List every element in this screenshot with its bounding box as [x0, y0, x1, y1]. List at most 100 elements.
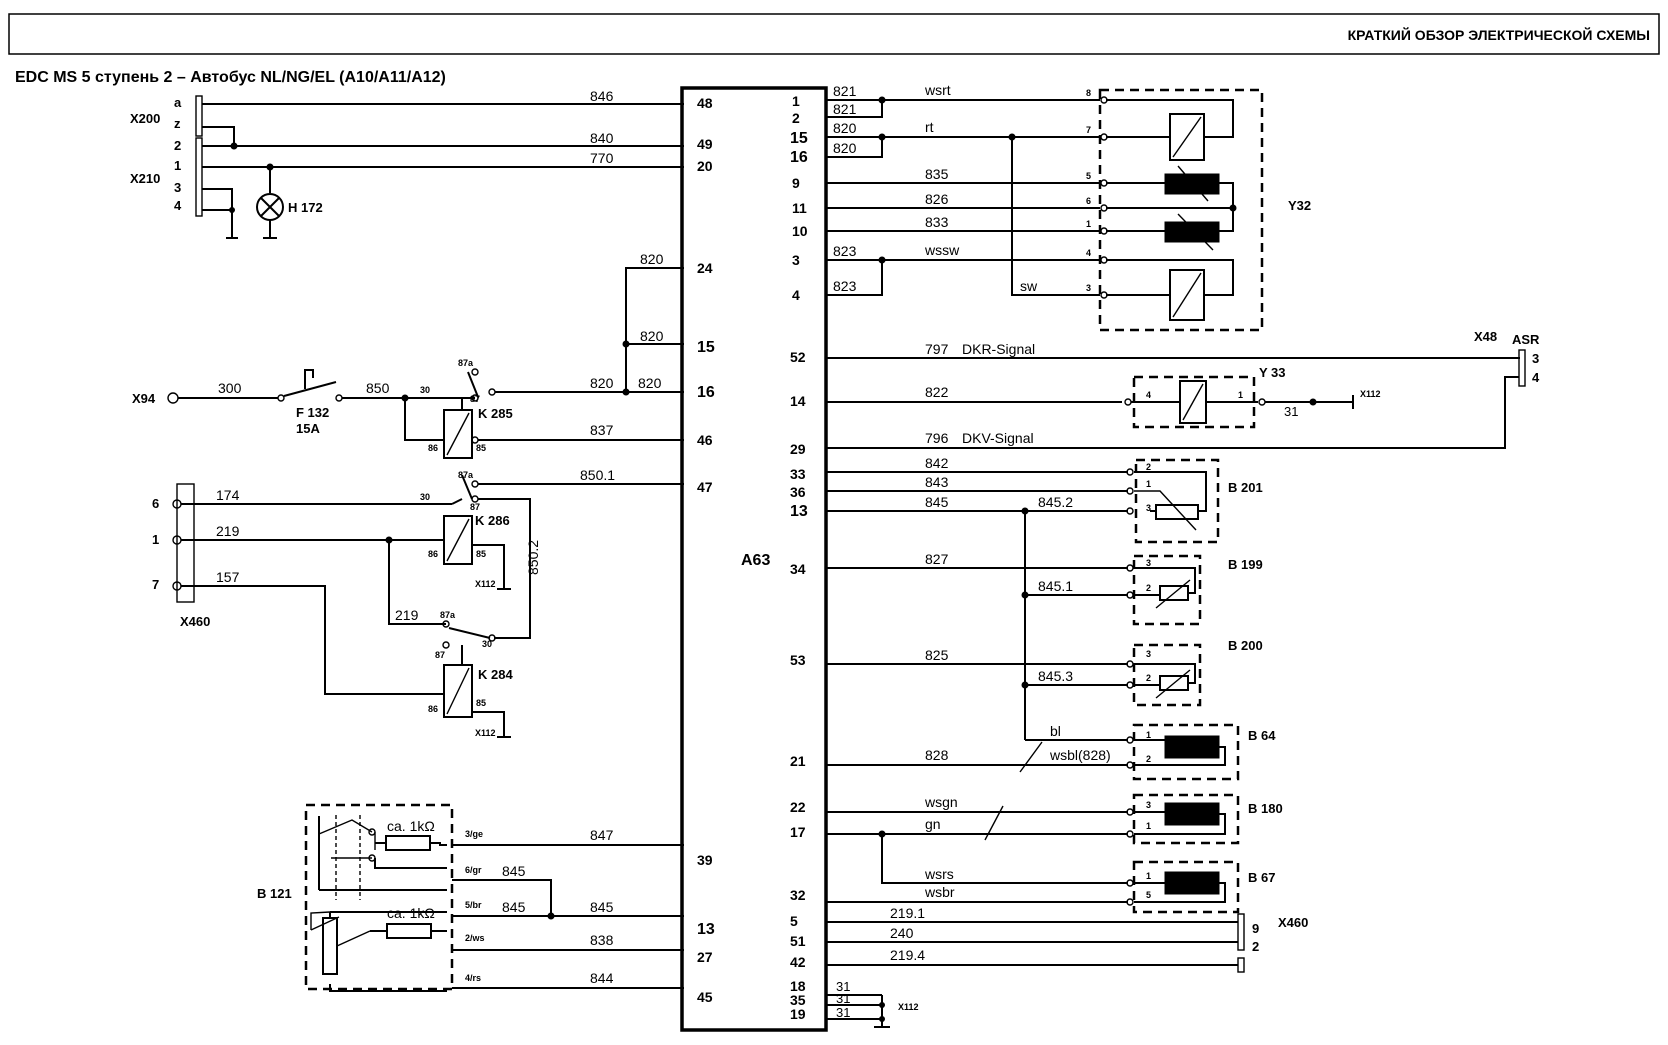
k284-group: 87a 87 30 K 284 86 85 X112: [428, 610, 513, 738]
y32-label: Y32: [1288, 198, 1311, 213]
wire-label: 845.2: [1038, 494, 1073, 510]
wire-label: 850: [366, 380, 390, 396]
wire-label: 820: [638, 375, 662, 391]
wire-color: bl: [1050, 723, 1061, 739]
b201-label: B 201: [1228, 480, 1263, 495]
pin-label: 87: [470, 394, 480, 404]
signal-label: DKR-Signal: [962, 341, 1035, 357]
ecu-pin: 13: [697, 921, 715, 938]
pin-label: 3: [1146, 503, 1151, 513]
k286-label: K 286: [475, 513, 510, 528]
relay-k284-coil-icon: [443, 664, 473, 718]
x460-left-connector: [176, 483, 195, 603]
pin-label: 7: [152, 577, 159, 592]
wire-label: 219: [216, 523, 240, 539]
relay-k284-contact-icon: [448, 627, 491, 639]
pin-label: 6: [1086, 196, 1091, 206]
b180-dashed-box: [1132, 793, 1240, 845]
pin-label: 87: [435, 650, 445, 660]
pin-label: 6/gr: [465, 865, 482, 875]
ecu-pin: 16: [790, 149, 808, 166]
actuator-black-1-icon: [1164, 173, 1220, 195]
pin-label: 2: [174, 138, 181, 153]
x200-label: X200: [130, 111, 160, 126]
pin-label: 85: [476, 443, 486, 453]
pin-label: 3: [1146, 800, 1151, 810]
k284-label: K 284: [478, 667, 513, 682]
h172-label: H 172: [288, 200, 323, 215]
pin-label: 1: [1086, 219, 1091, 229]
pin-label: 7: [1086, 125, 1091, 135]
pin-label: 5/br: [465, 900, 482, 910]
pin-label: 1: [1146, 479, 1151, 489]
pin-label: 1: [174, 158, 181, 173]
pin-label: 2: [1146, 462, 1151, 472]
wire-label: 850.1: [580, 467, 615, 483]
power-feed-group: 820 820 X94 300 F 132 15A 850 820 820 30…: [132, 251, 684, 459]
pin-label: 5: [1146, 890, 1151, 900]
ecu-pin: 29: [790, 441, 806, 457]
x48-y33-group: 797 DKR-Signal X48 ASR 3 4 796 DKV-Signa…: [826, 329, 1540, 449]
pin-label: z: [174, 116, 181, 131]
ecu-pin: 4: [792, 287, 800, 303]
ecu-pin: 11: [792, 200, 807, 216]
x112-label: X112: [475, 579, 496, 589]
wire-label: 845: [502, 863, 526, 879]
wire-label: 825: [925, 647, 949, 663]
wire-color: wssw: [924, 242, 960, 258]
ecu-pin: 32: [790, 887, 806, 903]
ecu-pin: 16: [697, 384, 715, 401]
ecu-pin: 21: [790, 753, 806, 769]
relay-k285-contact-icon: [467, 371, 479, 398]
pin-label: 2: [1146, 754, 1151, 764]
x200-connector: [195, 95, 203, 137]
x48-connector: [1518, 349, 1526, 387]
pin-label: 2: [1146, 673, 1151, 683]
wire-label: 31: [1284, 404, 1298, 419]
b201-sensor-icon: [1155, 504, 1199, 520]
x460-right-connector: [1237, 913, 1245, 951]
wire-label: 850.2: [525, 540, 541, 575]
sensors-845-group: 842 843 845 845.2 B 201 2 1 3 827 845.1 …: [826, 455, 1263, 740]
pin-label: 1: [1146, 821, 1151, 831]
pin-label: 30: [420, 492, 430, 502]
wire-label: 823: [833, 278, 857, 294]
wire-label: 833: [925, 214, 949, 230]
y32-dashed-box: [1098, 88, 1264, 332]
fuse-switch-f132-icon: [283, 369, 337, 397]
wire-label: 822: [925, 384, 949, 400]
ecu-a63-box: [680, 86, 828, 1032]
wire-label: 823: [833, 243, 857, 259]
wire-label: 31: [836, 979, 850, 994]
wire-label: 843: [925, 474, 949, 490]
x112-label: X112: [898, 1002, 919, 1012]
pin-label: 4: [1146, 390, 1151, 400]
wire-color: wsgn: [924, 794, 958, 810]
ecu-pin: 48: [697, 95, 713, 111]
resistor-1k-upper-icon: [385, 835, 431, 851]
ecu-pin: 10: [792, 223, 808, 239]
ecu-pin: 17: [790, 824, 806, 840]
ecu-pin: 5: [790, 913, 798, 929]
pin-label: 2/ws: [465, 933, 485, 943]
ecu-pin: 15: [790, 130, 808, 147]
wire-color: wsbl(828): [1049, 747, 1111, 763]
wire-label: 844: [590, 970, 614, 986]
x112-label: X112: [1360, 389, 1381, 399]
wire-label: 821: [833, 83, 857, 99]
x460-right-label: X460: [1278, 915, 1308, 930]
wire-color: gn: [925, 816, 941, 832]
wire-label: 826: [925, 191, 949, 207]
pin-label: 86: [428, 443, 438, 453]
ecu-pin: 33: [790, 466, 806, 482]
wire-label: 219.1: [890, 905, 925, 921]
ecu-pin: 39: [697, 852, 713, 868]
wire-label: 827: [925, 551, 949, 567]
b67-sensor-icon: [1164, 871, 1220, 895]
pin-label: 4: [1532, 370, 1540, 385]
wire-label: 828: [925, 747, 949, 763]
wire-color: wsrt: [924, 82, 951, 98]
x94-terminal: [167, 392, 179, 404]
x200-x210-group: X200 X210 a z 2 1 3 4 H 172 846 840 770: [130, 88, 684, 239]
wire-label: 219: [395, 607, 419, 623]
